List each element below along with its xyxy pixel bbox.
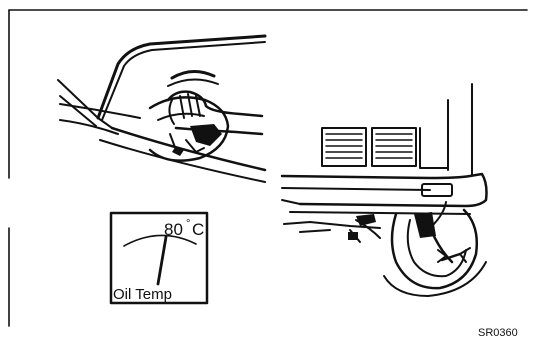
figure-code: SR0360 xyxy=(478,327,518,339)
vehicle-front-illustration xyxy=(282,84,487,296)
oil-temp-gauge: 80 ° C Oil Temp xyxy=(111,213,207,303)
gauge-needle xyxy=(158,237,166,284)
gauge-reading: 80 xyxy=(164,220,183,239)
driver-steering-illustration xyxy=(58,36,265,182)
figure-frame xyxy=(9,10,527,326)
gauge-caption: Oil Temp xyxy=(113,286,172,303)
gauge-scale-arc xyxy=(124,235,196,246)
gauge-degree-symbol: ° xyxy=(186,218,190,230)
gauge-unit: C xyxy=(192,220,204,239)
